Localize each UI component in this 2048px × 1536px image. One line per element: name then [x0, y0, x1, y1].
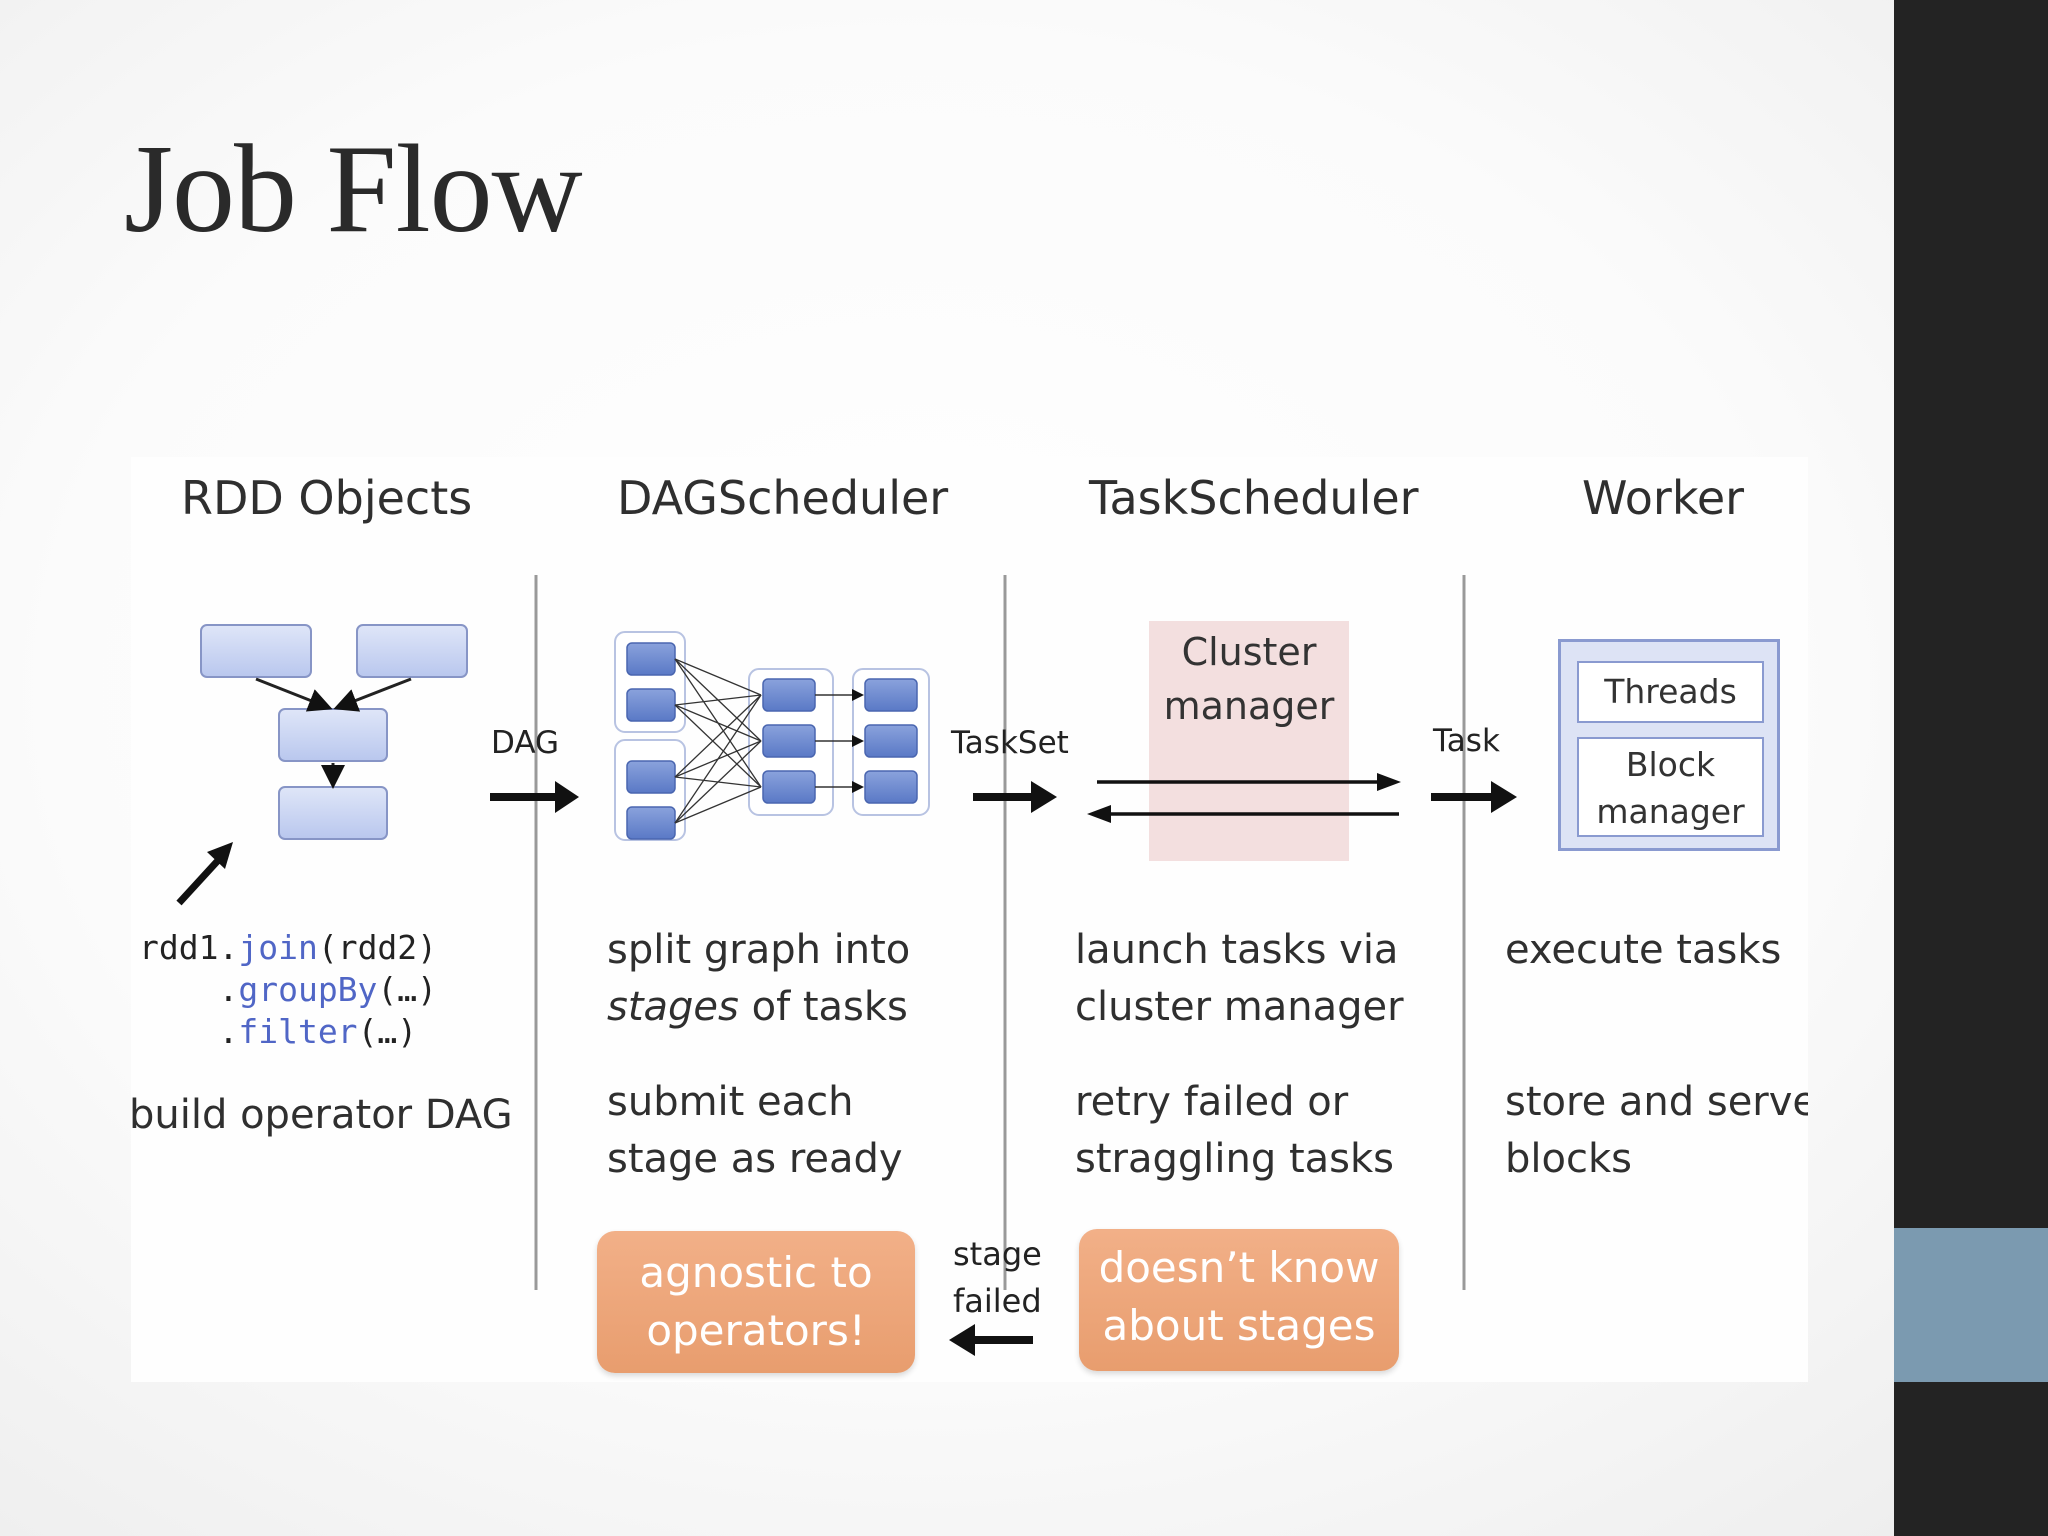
- callout-agnostic-to-operators: agnostic to operators!: [597, 1231, 915, 1373]
- shuffle-edges: [674, 658, 762, 824]
- task-node: [864, 724, 918, 758]
- rdd-graph: [200, 624, 468, 840]
- stage-graph: [614, 631, 930, 841]
- stage-failed-label: stage failed: [953, 1235, 1042, 1320]
- cluster-manager-arrows: [1087, 773, 1401, 823]
- rdd-code: rdd1.join(rdd2) .groupBy(…) .filter(…): [139, 928, 438, 1051]
- cluster-manager-label: Cluster manager: [1163, 630, 1335, 728]
- taskset-label: TaskSet: [951, 725, 1069, 761]
- rdd-description: build operator DAG: [131, 1092, 513, 1138]
- task-label: Task: [1433, 723, 1500, 759]
- rdd-node: [200, 624, 312, 678]
- column-title-dagscheduler: DAGScheduler: [617, 471, 949, 525]
- block-manager-box: Block manager: [1577, 737, 1764, 837]
- column-title-rdd-objects: RDD Objects: [181, 471, 473, 525]
- rdd-node: [278, 708, 388, 762]
- task-description-retry: retry failed or straggling tasks: [1075, 1079, 1394, 1182]
- column-title-taskscheduler: TaskScheduler: [1089, 471, 1419, 525]
- worker-description-store: store and serve blocks: [1505, 1079, 1808, 1182]
- code-pointer-arrow: [176, 852, 226, 906]
- worker-description-execute: execute tasks: [1505, 927, 1782, 973]
- task-description-launch: launch tasks via cluster manager: [1075, 927, 1404, 1030]
- dag-description-split: split graph into stages of tasks: [607, 927, 911, 1030]
- task-node: [864, 770, 918, 804]
- slide-title: Job Flow: [124, 120, 583, 259]
- side-accent-block: [1894, 1228, 2048, 1382]
- task-node: [864, 678, 918, 712]
- column-title-worker: Worker: [1582, 471, 1745, 525]
- cluster-manager-box: [1149, 621, 1349, 861]
- rdd-node: [356, 624, 468, 678]
- threads-box: Threads: [1577, 661, 1764, 723]
- dag-label: DAG: [491, 725, 560, 761]
- dag-description-submit: submit each stage as ready: [607, 1079, 903, 1182]
- job-flow-diagram: RDD Objects DAGScheduler TaskScheduler W…: [131, 457, 1808, 1382]
- diagram-graphics: [176, 575, 1517, 1356]
- callout-doesnt-know-about-stages: doesn’t know about stages: [1079, 1229, 1399, 1371]
